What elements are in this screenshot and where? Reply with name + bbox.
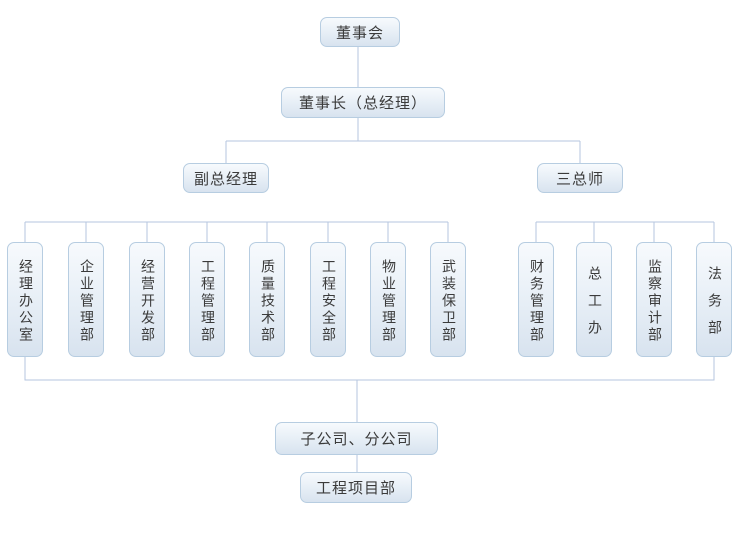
connector-bottom-u: [24, 357, 715, 381]
node-label: 子公司、分公司: [300, 430, 413, 448]
node-label: 工程安全部: [320, 258, 336, 344]
node-dept-legal: 法务部: [696, 242, 732, 357]
node-label: 三总师: [555, 169, 604, 188]
node-chairman-general-manager: 董事长（总经理）: [281, 87, 445, 118]
node-dept-chief-engineer-office: 总工办: [576, 242, 612, 357]
node-label: 副总经理: [193, 169, 258, 188]
node-label: 物业管理部: [380, 258, 396, 344]
node-subsidiaries-branches: 子公司、分公司: [275, 422, 438, 455]
node-label: 总工办: [586, 265, 602, 347]
node-label: 董事长（总经理）: [298, 94, 427, 112]
node-dept-supervision-audit: 监察审计部: [636, 242, 672, 357]
node-label: 经理办公室: [17, 258, 33, 344]
connector-right-group-drops: [535, 222, 715, 242]
node-label: 工程管理部: [199, 258, 215, 344]
node-label: 监察审计部: [646, 258, 662, 344]
node-label: 企业管理部: [78, 258, 94, 344]
connector-left-group-drops: [24, 222, 449, 242]
node-label: 财务管理部: [528, 258, 544, 344]
node-label: 董事会: [335, 23, 384, 42]
node-dept-quality-technology: 质量技术部: [249, 242, 285, 357]
node-label: 经营开发部: [139, 258, 155, 344]
node-dept-engineering-management: 工程管理部: [189, 242, 225, 357]
node-dept-finance-management: 财务管理部: [518, 242, 554, 357]
node-dept-manager-office: 经理办公室: [7, 242, 43, 357]
node-engineering-project-dept: 工程项目部: [300, 472, 412, 503]
node-three-chief-engineers: 三总师: [537, 163, 623, 193]
node-dept-property-management: 物业管理部: [370, 242, 406, 357]
node-deputy-general-manager: 副总经理: [183, 163, 269, 193]
node-dept-enterprise-management: 企业管理部: [68, 242, 104, 357]
node-dept-engineering-safety: 工程安全部: [310, 242, 346, 357]
node-dept-business-development: 经营开发部: [129, 242, 165, 357]
node-board-of-directors: 董事会: [320, 17, 400, 47]
node-label: 工程项目部: [315, 479, 396, 497]
node-label: 武装保卫部: [440, 258, 456, 344]
node-dept-armed-security: 武装保卫部: [430, 242, 466, 357]
node-label: 质量技术部: [259, 258, 275, 344]
node-label: 法务部: [706, 265, 722, 347]
